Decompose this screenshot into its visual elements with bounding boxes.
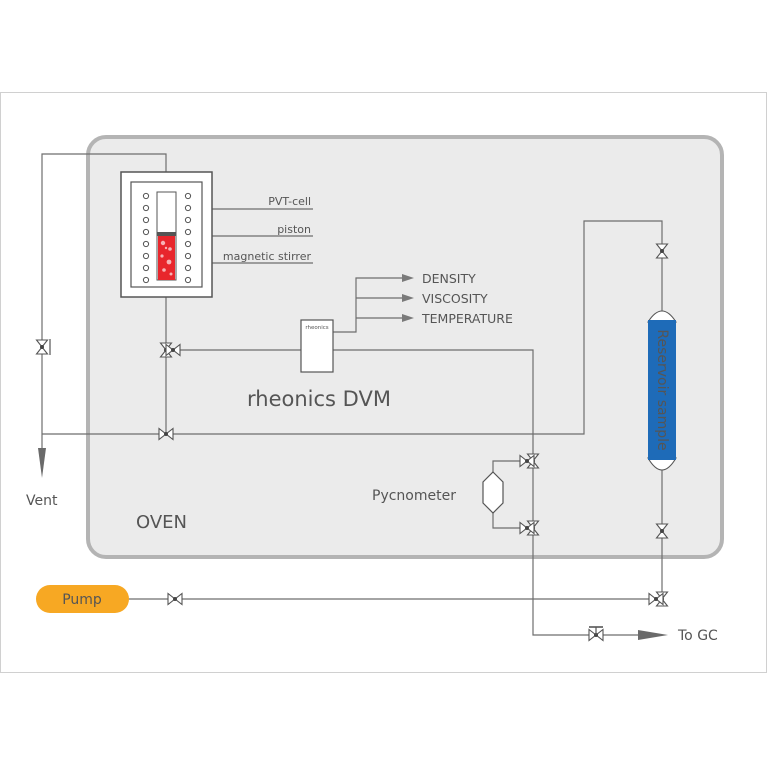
bolt-hole <box>184 204 192 212</box>
pump-valve-icon <box>167 592 183 606</box>
bolt-hole <box>184 228 192 236</box>
pycnometer-side-outlet-valve-icon-half <box>519 521 528 535</box>
bolt-hole <box>142 276 150 284</box>
reservoir-top-valve-icon-half <box>655 243 669 252</box>
reservoir-pump-side-valve-icon-hub <box>654 597 658 601</box>
main-valve-icon <box>158 427 174 441</box>
stirrer-bubble <box>162 268 166 272</box>
stirrer-bubble <box>160 254 164 258</box>
sample-liquid <box>158 236 175 280</box>
bolt-hole <box>184 192 192 200</box>
bolt-hole <box>184 252 192 260</box>
pycnometer-side-inlet-valve-icon <box>519 454 535 468</box>
dvm-outlet-pipe <box>333 349 534 455</box>
pycnometer-side-inlet-valve-icon-half <box>526 454 535 468</box>
pycnometer-side-inlet-valve-icon-hub <box>525 459 529 463</box>
pycnometer-side-outlet-valve-icon-half <box>526 521 535 535</box>
vent-valve-icon-half <box>35 346 49 355</box>
pycnometer-side-outlet-valve-icon-hub <box>525 526 529 530</box>
magnetic-stirrer-label: magnetic stirrer <box>223 250 312 263</box>
bolt-hole <box>142 252 150 260</box>
oven-enclosure <box>86 135 724 559</box>
stirrer-bubble <box>169 272 173 276</box>
stirrer-bubble <box>164 246 168 250</box>
pump-valve-icon-half <box>167 592 176 606</box>
vent-valve-icon-half <box>35 339 49 348</box>
piston-label: piston <box>277 223 311 236</box>
dvm-logo: rheonics <box>305 325 328 331</box>
reservoir-bottom-valve-icon-hub <box>660 529 664 533</box>
pump-valve-icon-half <box>174 592 183 606</box>
piston-icon <box>157 232 176 236</box>
main-valve-icon-half <box>158 427 167 441</box>
reservoir-bottom-valve-icon <box>655 523 669 539</box>
viscosity-arrow-icon <box>402 294 414 302</box>
gc-outlet-pipe <box>532 535 640 636</box>
vent-valve-icon-hub <box>40 345 44 349</box>
bolt-hole <box>184 216 192 224</box>
reservoir-bottom-valve-icon-half <box>655 530 669 539</box>
stirrer-bubble <box>166 259 172 265</box>
density-arrow-icon <box>402 274 414 282</box>
pycnometer-vessel <box>482 471 504 514</box>
reservoir-body <box>648 320 676 460</box>
temperature-arrow-icon <box>402 314 414 322</box>
gc-valve-icon-half <box>595 628 604 642</box>
dvm-unit <box>300 319 334 373</box>
stirrer-bubble <box>160 240 166 246</box>
reservoir-pump-side-valve-icon-half <box>655 592 664 606</box>
reservoir-bottom-valve-icon-half <box>655 523 669 532</box>
stirrer-bubble <box>168 247 172 251</box>
vent-arrow-icon <box>38 448 46 478</box>
reservoir-pump-side-valve-icon-half <box>648 592 657 606</box>
vent-label: Vent <box>26 493 58 509</box>
bolt-hole <box>142 192 150 200</box>
pycnometer-side-outlet-valve-icon <box>519 521 535 535</box>
dvm-valve-icon <box>165 343 181 357</box>
bolt-hole <box>142 228 150 236</box>
pvt-cell-bolts <box>142 192 192 284</box>
bolt-hole <box>184 240 192 248</box>
density-label: DENSITY <box>422 271 476 286</box>
to-gc-label: To GC <box>677 628 718 644</box>
reservoir-top-valve-icon-half <box>655 250 669 259</box>
dvm-valve-icon-half <box>165 343 174 357</box>
reservoir-label: Reservoir sample <box>654 329 670 450</box>
main-valve-icon-hub <box>164 432 168 436</box>
reservoir-pump-side-valve-icon <box>648 592 664 606</box>
signal-lines <box>333 277 402 333</box>
viscosity-label: VISCOSITY <box>422 291 488 306</box>
pump-label: Pump <box>62 592 102 608</box>
pvt-cell-label: PVT-cell <box>268 195 311 208</box>
gc-arrow-icon <box>638 630 668 640</box>
reservoir-top-valve-icon <box>655 243 669 259</box>
pycnometer-label: Pycnometer <box>372 488 456 504</box>
reservoir-top-valve-icon-hub <box>660 249 664 253</box>
pump-box <box>36 585 129 613</box>
bolt-hole <box>184 264 192 272</box>
vent-valve-icon <box>35 339 49 355</box>
bolt-hole <box>142 264 150 272</box>
valves <box>35 243 669 642</box>
dvm-valve-icon-hub <box>171 348 175 352</box>
main-valve-icon-half <box>165 427 174 441</box>
vent-pipe <box>41 153 167 450</box>
gc-valve-icon-half <box>588 628 597 642</box>
dvm-valve-icon-half <box>172 343 181 357</box>
bolt-hole <box>142 240 150 248</box>
pycnometer-side-inlet-valve-icon-half <box>519 454 528 468</box>
reservoir-sample <box>646 310 678 471</box>
magnetic-stirrer-bubbles <box>160 240 173 276</box>
dvm-name-label: rheonics DVM <box>247 387 391 411</box>
bolt-hole <box>142 204 150 212</box>
pump-valve-icon-hub <box>173 597 177 601</box>
oven-label: OVEN <box>136 512 187 533</box>
bolt-hole <box>142 216 150 224</box>
bolt-hole <box>184 276 192 284</box>
temperature-label: TEMPERATURE <box>421 311 513 326</box>
pvt-cell <box>120 171 213 298</box>
